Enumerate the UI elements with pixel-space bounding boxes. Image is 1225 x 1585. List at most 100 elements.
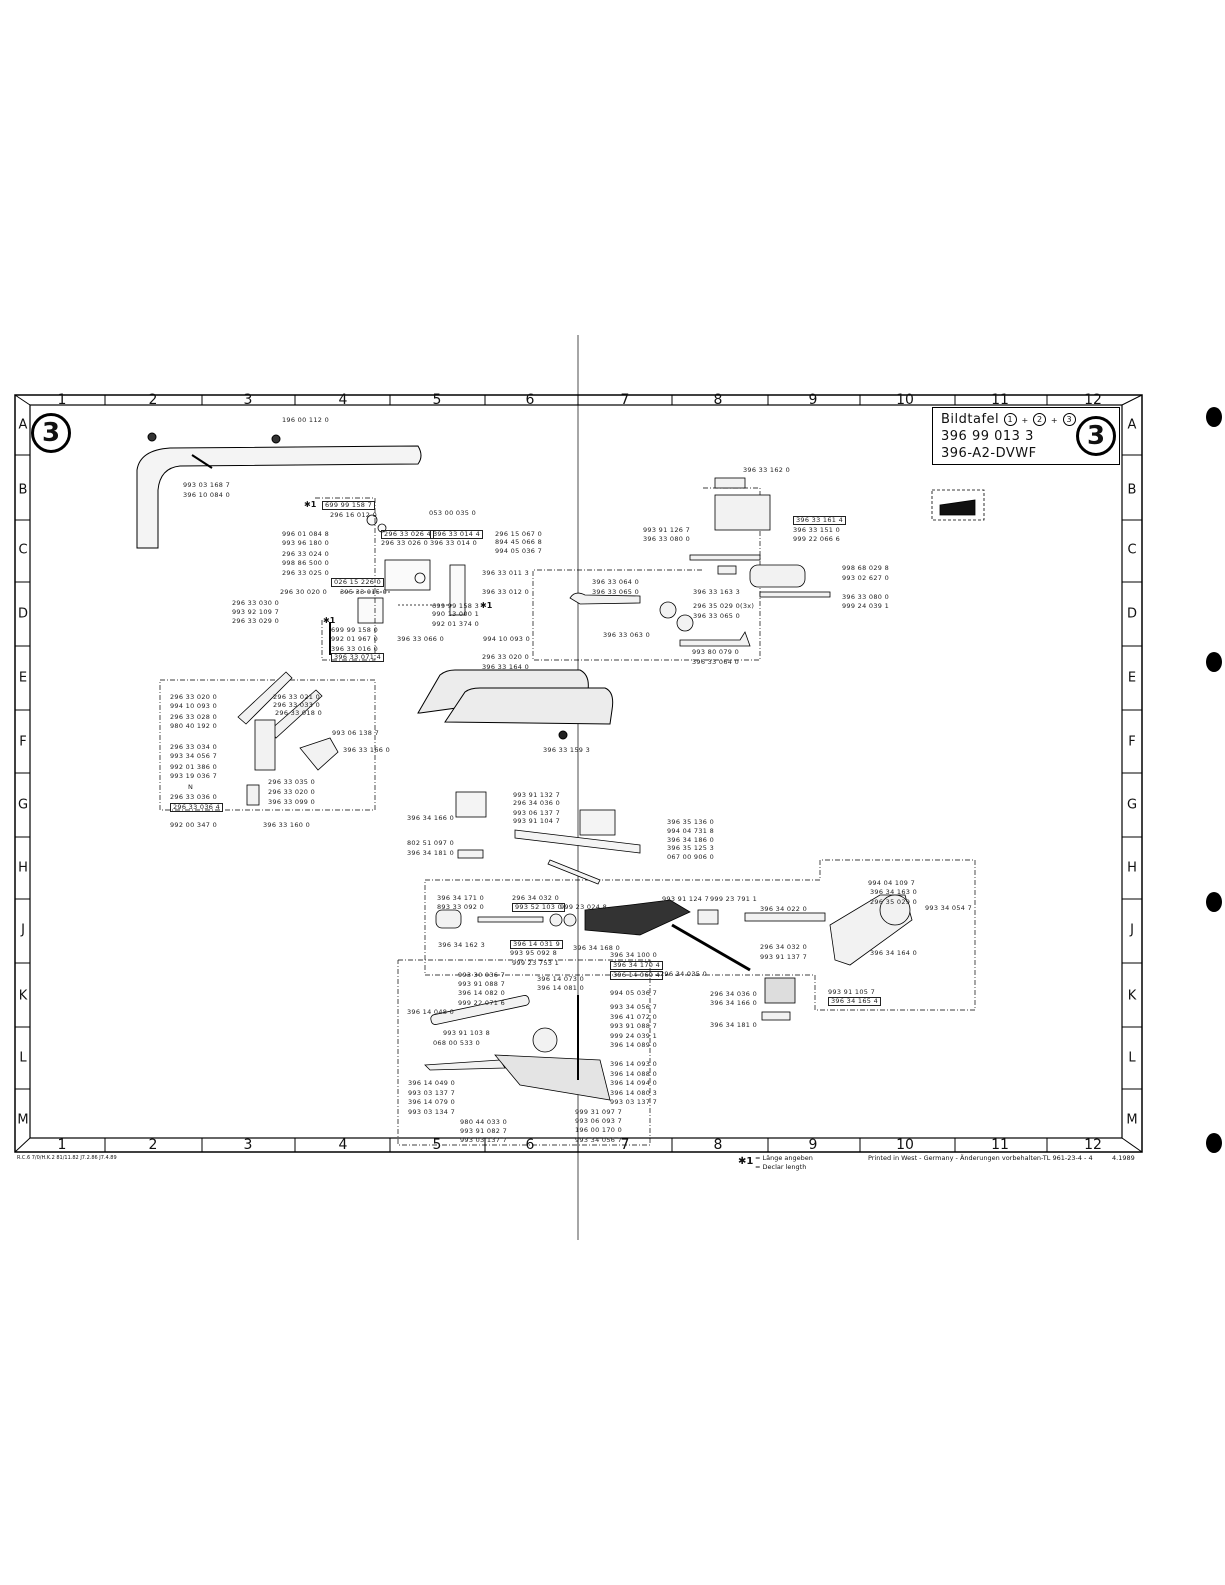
- knife-assembly: [424, 995, 611, 1101]
- part-number: 396 33 163 3: [693, 588, 741, 596]
- part-number: 396 33 012 0: [482, 588, 530, 596]
- part-number: 396 33 164 0: [482, 663, 530, 671]
- part-number: 993 34 056 7: [610, 1003, 658, 1011]
- part-number: 396 34 100 0: [610, 951, 658, 959]
- part-number: 396 14 073 0: [537, 975, 585, 983]
- part-number: 993 19 036 7: [170, 772, 218, 780]
- part-number: 296 33 021 0: [273, 693, 321, 701]
- part-number: 994 04 731 8: [667, 827, 715, 835]
- model-code: 396-A2-DVWF: [941, 446, 1037, 461]
- part-number: 999 22 071 6: [458, 999, 506, 1007]
- part-number: 053 00 035 0: [429, 509, 477, 517]
- shaft-assembly: [435, 894, 913, 1021]
- grid-column-label: 12: [1084, 392, 1102, 408]
- grid-row-label: A: [1127, 417, 1137, 433]
- part-number: 068 00 533 0: [433, 1039, 481, 1047]
- punch-hole: [1206, 892, 1222, 912]
- part-number: 993 95 092 8: [510, 949, 558, 957]
- part-number: 993 91 088 7: [458, 980, 506, 988]
- part-number: 993 06 137 7: [513, 809, 561, 817]
- part-number: 993 03 134 7: [408, 1108, 456, 1116]
- part-number: 993 91 088 7: [610, 1022, 658, 1030]
- grid-column-label: 2: [148, 392, 158, 408]
- grid-row-label: A: [18, 417, 28, 433]
- grid-column-label: 1: [57, 392, 67, 408]
- grid-column-label: 7: [620, 1137, 630, 1153]
- print-date: 4.1989: [1112, 1154, 1135, 1162]
- part-number: 894 45 066 8: [495, 538, 543, 546]
- assembly-part-number: 296 33 036 4: [170, 803, 224, 812]
- part-number: 993 80 079 0: [692, 648, 740, 656]
- part-number: 396 33 159 3: [543, 746, 591, 754]
- grid-column-label: 9: [808, 1137, 818, 1153]
- part-number: 296 33 024 0: [282, 550, 330, 558]
- part-number: 296 33 025 0: [282, 569, 330, 577]
- part-number: 990 13 000 1: [432, 610, 480, 618]
- grid-column-label: 8: [713, 392, 723, 408]
- grid-column-label: 1: [57, 1137, 67, 1153]
- ref-circle: 2: [1033, 413, 1047, 426]
- part-number: 396 34 022 0: [760, 905, 808, 913]
- part-number: 993 91 104 7: [513, 817, 561, 825]
- locator-sketch: [931, 489, 985, 521]
- grid-column-label: 10: [896, 392, 914, 408]
- part-number: 993 34 056 7: [170, 752, 218, 760]
- part-number: 396 34 166 0: [407, 814, 455, 822]
- part-number: 998 86 500 0: [282, 559, 330, 567]
- part-number: 396 33 151 0: [793, 526, 841, 534]
- part-number: 296 33 020 0: [268, 788, 316, 796]
- footnote-de: = Länge angeben: [755, 1154, 813, 1162]
- part-number: 396 33 160 0: [263, 821, 311, 829]
- part-number: 893 33 092 0: [437, 903, 485, 911]
- control-block-assembly: [329, 514, 466, 655]
- part-number: 993 91 126 7: [643, 526, 691, 534]
- part-number: 296 34 036 0: [710, 990, 758, 998]
- part-number: 993 34 054 7: [925, 904, 973, 912]
- part-number: 994 04 109 7: [868, 879, 916, 887]
- part-number: 396 34 171 0: [437, 894, 485, 902]
- part-number: 396 33 014 0: [430, 539, 478, 547]
- part-number: 993 03 137 7: [610, 1098, 658, 1106]
- part-number: 396 33 166 0: [343, 746, 391, 754]
- part-number: 296 33 028 0: [170, 713, 218, 721]
- part-number: 296 34 035 0: [660, 970, 708, 978]
- assembly-part-number: 396 33 014 4: [430, 530, 484, 539]
- part-number: 396 33 011 3: [482, 569, 530, 577]
- part-number: 993 06 138 7: [332, 729, 380, 737]
- part-number: 992 00 347 0: [170, 821, 218, 829]
- footnote-marker: ✱1: [738, 1156, 754, 1167]
- part-number: 993 91 137 7: [760, 953, 808, 961]
- part-number: 999 31 097 7: [575, 1108, 623, 1116]
- part-number: 296 33 034 0: [170, 743, 218, 751]
- punch-hole: [1206, 407, 1222, 427]
- part-number: 296 16 012 0: [330, 511, 378, 519]
- grid-column-label: 12: [1084, 1137, 1102, 1153]
- assembly-part-number: 699 99 158 7: [322, 501, 376, 510]
- part-number: 396 14 089 0: [610, 1041, 658, 1049]
- part-number: 196 00 170 0: [575, 1126, 623, 1134]
- grid-row-label: F: [1128, 734, 1136, 750]
- part-number: 980 40 192 0: [170, 722, 218, 730]
- plate-number-left: 3: [31, 413, 71, 453]
- grid-column-label: 5: [432, 392, 442, 408]
- grid-column-label: 3: [243, 1137, 253, 1153]
- grid-row-label: D: [1126, 606, 1137, 622]
- part-number: 396 34 166 0: [710, 999, 758, 1007]
- part-number: 993 30 036 7: [458, 971, 506, 979]
- part-number: 296 34 032 0: [760, 943, 808, 951]
- part-number: 395 33 015 0: [340, 588, 388, 596]
- grid-row-label: J: [1130, 922, 1134, 938]
- part-number: 396 14 049 0: [408, 1079, 456, 1087]
- grid-row-label: G: [1126, 797, 1138, 813]
- part-number: 994 05 036 7: [495, 547, 543, 555]
- assembly-part-number: 396 14 031 9: [510, 940, 564, 949]
- footnote-marker: ✱1: [480, 601, 493, 610]
- part-number: 996 01 084 8: [282, 530, 330, 538]
- part-number: 992 01 386 0: [170, 763, 218, 771]
- part-number: 396 33 065 0: [592, 588, 640, 596]
- grid-row-label: B: [18, 482, 28, 498]
- grid-row-label: L: [19, 1050, 27, 1066]
- part-number: 992 01 967 0: [331, 635, 379, 643]
- part-number: 396 41 072 0: [610, 1013, 658, 1021]
